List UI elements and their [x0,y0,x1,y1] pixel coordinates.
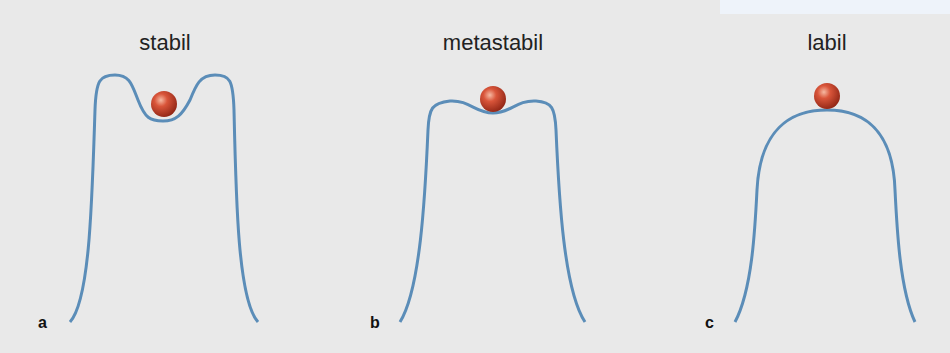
panel-letter: b [370,314,380,332]
panel-title: stabil [139,30,190,56]
metastable-curve [400,101,585,322]
panel-letter: c [705,314,714,332]
ball [814,83,840,109]
labile-curve [735,110,915,322]
corner-strip [720,0,950,14]
panel-letter: a [38,314,47,332]
ball [480,86,506,112]
panel-title: metastabil [443,30,543,56]
stable-curve [70,75,258,322]
ball [151,91,177,117]
panel-title: labil [807,30,846,56]
